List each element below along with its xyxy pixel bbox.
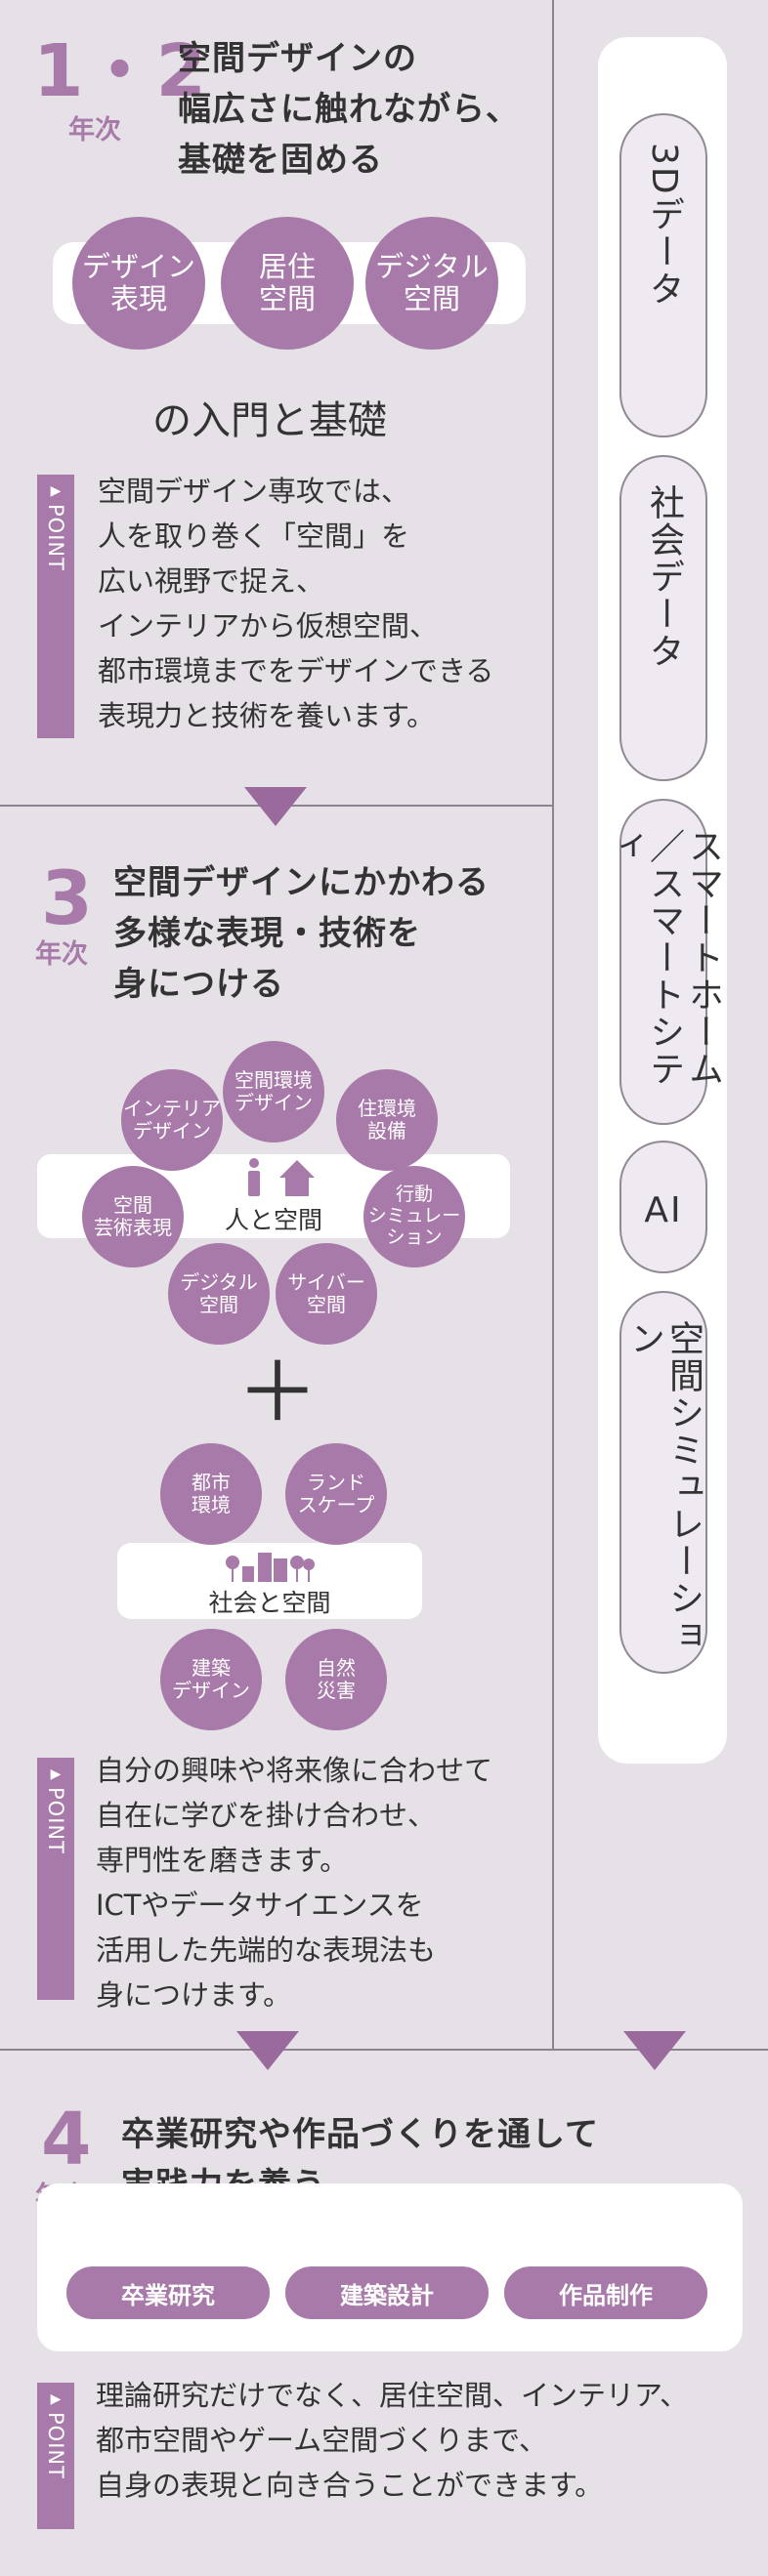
section-heading: 空間デザインの 幅広さに触れながら、 基礎を固める xyxy=(178,39,520,180)
tag-architectural-design: 建築設計 xyxy=(285,2266,489,2319)
city-icon xyxy=(226,1553,315,1582)
down-arrow-icon xyxy=(236,2031,299,2070)
topic-circle: 居住 空間 xyxy=(221,217,354,350)
point-tab: ▶ POINT xyxy=(37,2383,74,2529)
topic-circle: 建築 デザイン xyxy=(160,1629,262,1730)
year-number: 4 xyxy=(41,2098,92,2181)
side-item-3d-data: 3Dデータ xyxy=(619,113,707,437)
topic-circle: 都市 環境 xyxy=(160,1443,262,1545)
point-text: 理論研究だけでなく、居住空間、インテリア、 都市空間やゲーム空間づくりまで、 自… xyxy=(96,2379,689,2502)
topic-circle: 空間 芸術表現 xyxy=(82,1166,184,1267)
side-item-smart-home: スマートホーム／スマートシティ xyxy=(605,799,723,1125)
point-text: 自分の興味や将来像に合わせて 自在に学びを掛け合わせ、 専門性を磨きます。 IC… xyxy=(96,1754,493,2012)
point-tab: ▶ POINT xyxy=(37,475,74,738)
year-number: 1・2 xyxy=(33,29,206,113)
plus-icon: ＋ xyxy=(236,1345,320,1440)
year-number: 3 xyxy=(41,854,93,941)
down-arrow-icon xyxy=(623,2031,686,2070)
play-arrow-icon: ▶ xyxy=(50,483,62,499)
topic-circle: 住環境 設備 xyxy=(336,1069,438,1171)
topic-circle: インテリア デザイン xyxy=(121,1069,223,1171)
year-label: 年次 xyxy=(35,939,88,970)
cluster-label: 人と空間 xyxy=(224,1206,322,1234)
topic-circle: サイバー 空間 xyxy=(276,1243,377,1345)
play-arrow-icon: ▶ xyxy=(50,2391,62,2407)
topic-circle: 空間環境 デザイン xyxy=(223,1041,324,1143)
section-divider-2 xyxy=(0,2049,768,2051)
side-item-ai: AI xyxy=(619,1141,707,1273)
year-label: 年次 xyxy=(68,115,121,145)
topic-circle: 自然 災害 xyxy=(285,1629,387,1730)
down-arrow-icon xyxy=(244,787,307,826)
topic-circle: 行動 シミュレー ション xyxy=(363,1166,465,1267)
topic-circle: デジタル 空間 xyxy=(168,1243,270,1345)
vertical-divider xyxy=(552,0,554,2049)
topic-circle: デジタル 空間 xyxy=(365,217,498,350)
topic-circle: デザイン 表現 xyxy=(72,217,205,350)
point-tab: ▶ POINT xyxy=(37,1758,74,2000)
topic-circle: ランド スケープ xyxy=(285,1443,387,1545)
tag-graduation-research: 卒業研究 xyxy=(66,2266,270,2319)
person-house-icon xyxy=(248,1158,315,1196)
intro-text: の入門と基礎 xyxy=(152,398,387,443)
cluster-label: 社会と空間 xyxy=(208,1589,331,1617)
play-arrow-icon: ▶ xyxy=(50,1766,62,1782)
side-item-social-data: 社会データ xyxy=(619,455,707,781)
side-item-spatial-simulation: 空間シミュレーション xyxy=(619,1291,707,1674)
point-text: 空間デザイン専攻では、 人を取り巻く「空間」を 広い視野で捉え、 インテリアから… xyxy=(98,475,494,732)
section-heading: 空間デザインにかかわる 多様な表現・技術を 身につける xyxy=(113,863,490,1004)
tag-work-production: 作品制作 xyxy=(504,2266,707,2319)
